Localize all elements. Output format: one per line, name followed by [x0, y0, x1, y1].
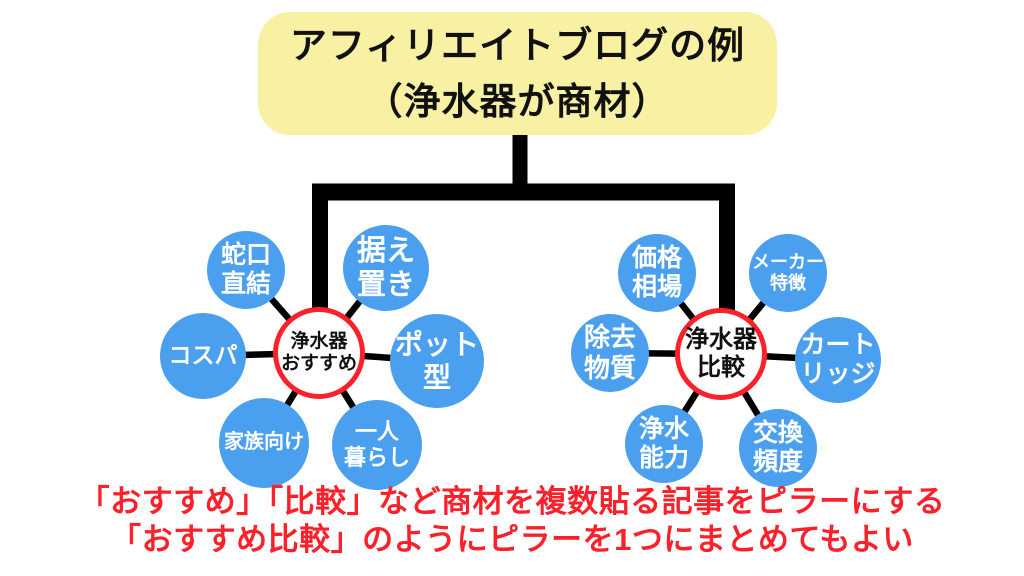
footnote-line-1: 「おすすめ」「比較」など商材を複数貼る記事をピラーにする	[78, 484, 946, 519]
node-cartridge: カート リッジ	[795, 317, 881, 403]
hub-node-compare: 浄水器 比較	[675, 308, 767, 400]
node-removed-substances: 除去 物質	[571, 314, 649, 392]
title-box: アフィリエイトブログの例 （浄水器が商材）	[258, 12, 777, 135]
node-replacement-frequency: 交換 頻度	[739, 409, 817, 487]
node-for-family: 家族向け	[219, 398, 309, 488]
node-cost-performance: コスパ	[160, 313, 246, 399]
node-countertop: 据え 置き	[343, 225, 429, 311]
node-pot-type: ポット 型	[390, 314, 484, 408]
node-faucet-direct: 蛇口 直結	[207, 231, 285, 309]
node-purification-capacity: 浄水 能力	[625, 405, 703, 483]
footnote-line-2: 「おすすめ比較」のようにピラーを1つにまとめてもよい	[110, 522, 914, 558]
node-single-living: 一人 暮らし	[332, 400, 422, 490]
hub-node-recommend: 浄水器 おすすめ	[273, 307, 365, 399]
footnote: 「おすすめ」「比較」など商材を複数貼る記事をピラーにする 「おすすめ比較」のよう…	[0, 483, 1024, 560]
node-maker-features: メーカー 特徴	[749, 234, 827, 312]
title-line-1: アフィリエイトブログの例	[289, 25, 746, 66]
title-line-2: （浄水器が商材）	[365, 80, 670, 122]
node-price-range: 価格 相場	[618, 234, 696, 312]
